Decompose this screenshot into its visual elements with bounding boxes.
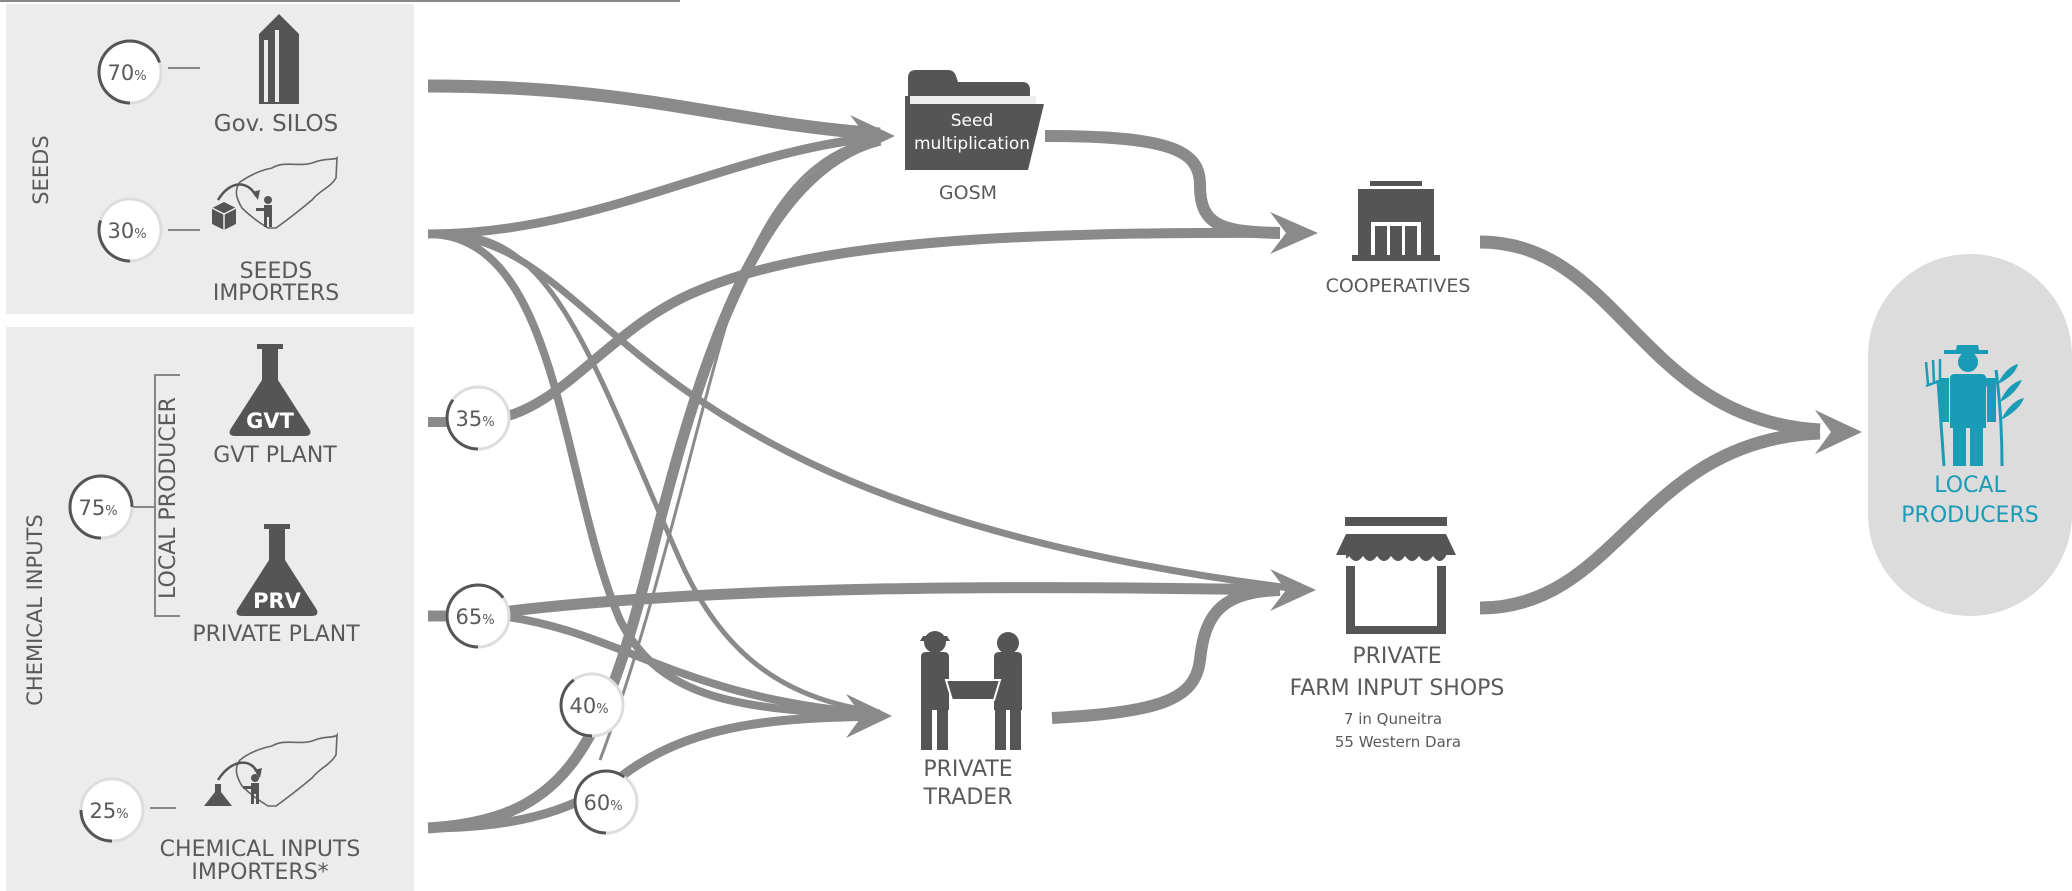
flow-chem-importers-to-gosm-thin [598, 136, 881, 761]
building-icon [1352, 181, 1440, 261]
split-badge-gvt-35: 35% [445, 385, 511, 451]
folder-icon [905, 70, 1044, 170]
flow-gvt-to-cooperatives [428, 227, 1281, 427]
gvt-plant-label: GVT PLANT [213, 443, 337, 468]
flow-chem-importers-to-trader [427, 711, 881, 833]
flow-seeds-importers-to-trader [427, 230, 881, 719]
chemical-inputs-panel [6, 327, 414, 891]
svg-text:65%: 65% [455, 605, 494, 629]
share-badge-chemical-importers: 25% [79, 777, 145, 843]
arrowhead-producers [1815, 410, 1862, 454]
share-badge-seeds-importers: 30% [97, 197, 163, 263]
seeds-importers-label-line1: SEEDS [240, 259, 313, 284]
flow-prv-to-trader [499, 612, 881, 718]
flow-lines [427, 79, 1821, 834]
gosm-folder-line2: multiplication [914, 134, 1030, 154]
shops-label-line1: PRIVATE [1352, 644, 1441, 669]
arrowhead-shops [1270, 569, 1316, 611]
share-badge-local-producer: 75% [68, 474, 134, 540]
shops-note-line2: 55 Western Dara [1335, 733, 1461, 751]
flow-trader-to-shops [1051, 584, 1281, 724]
arrowhead-trader [846, 694, 892, 738]
chemical-importers-label-line1: CHEMICAL INPUTS [160, 837, 361, 862]
flow-seeds-importers-to-gosm [427, 132, 881, 239]
split-badge-prv-65: 65% [445, 583, 511, 649]
import-map-icon [204, 732, 338, 807]
private-plant-label: PRIVATE PLANT [192, 622, 360, 647]
producers-label-line2: PRODUCERS [1901, 503, 2038, 528]
import-map-icon [211, 155, 338, 230]
shop-icon [1336, 517, 1456, 634]
svg-text:75%: 75% [78, 496, 117, 520]
flow-seeds-importers-to-shops [427, 230, 1291, 592]
share-badge-gov-silos: 70% [97, 39, 163, 105]
chemical-inputs-category-label: CHEMICAL INPUTS [23, 514, 47, 706]
seeds-importers-label-line2: IMPORTERS [213, 281, 339, 306]
gosm-folder-line1: Seed [951, 111, 994, 131]
trader-label-line2: TRADER [922, 785, 1012, 810]
local-producer-bracket [154, 374, 180, 617]
chemical-importers-label-line2: IMPORTERS* [191, 860, 328, 885]
top-rule [0, 0, 680, 2]
gvt-flask-text: GVT [246, 409, 294, 433]
shops-note-line1: 7 in Quneitra [1344, 710, 1442, 728]
svg-text:70%: 70% [107, 61, 146, 85]
svg-text:30%: 30% [107, 219, 146, 243]
split-badge-importers-60: 60% [573, 769, 639, 835]
farmer-icon [1924, 345, 2024, 467]
gosm-label: GOSM [939, 182, 997, 204]
flow-gosm-to-cooperatives [1044, 130, 1281, 239]
flow-shops-to-producers [1479, 426, 1821, 615]
seeds-category-label: SEEDS [29, 135, 53, 204]
split-badge-importers-40: 40% [559, 672, 625, 738]
svg-text:25%: 25% [89, 799, 128, 823]
silo-icon [259, 14, 299, 104]
svg-text:40%: 40% [569, 694, 608, 718]
flow-chem-importers-to-gosm-thick [427, 134, 882, 834]
arrowhead-gosm [850, 115, 895, 157]
flask-icon [236, 524, 318, 616]
flow-silos-to-gosm [427, 79, 881, 141]
cooperatives-label: COOPERATIVES [1326, 275, 1471, 297]
shops-label-line2: FARM INPUT SHOPS [1290, 676, 1505, 701]
flask-icon [229, 344, 311, 436]
arrowhead-cooperatives [1270, 212, 1318, 254]
gov-silos-label: Gov. SILOS [214, 111, 338, 137]
local-producer-label: LOCAL PRODUCER [156, 397, 181, 599]
seeds-panel [6, 4, 414, 314]
trader-label-line1: PRIVATE [923, 757, 1012, 782]
arrowheads [846, 115, 1862, 738]
flow-prv-to-shops [428, 582, 1281, 622]
flow-cooperatives-to-producers [1479, 235, 1821, 437]
svg-text:60%: 60% [583, 791, 622, 815]
svg-text:35%: 35% [455, 407, 494, 431]
prv-flask-text: PRV [253, 589, 302, 613]
producers-label-line1: LOCAL [1934, 473, 2006, 498]
trader-icon [920, 631, 1022, 750]
